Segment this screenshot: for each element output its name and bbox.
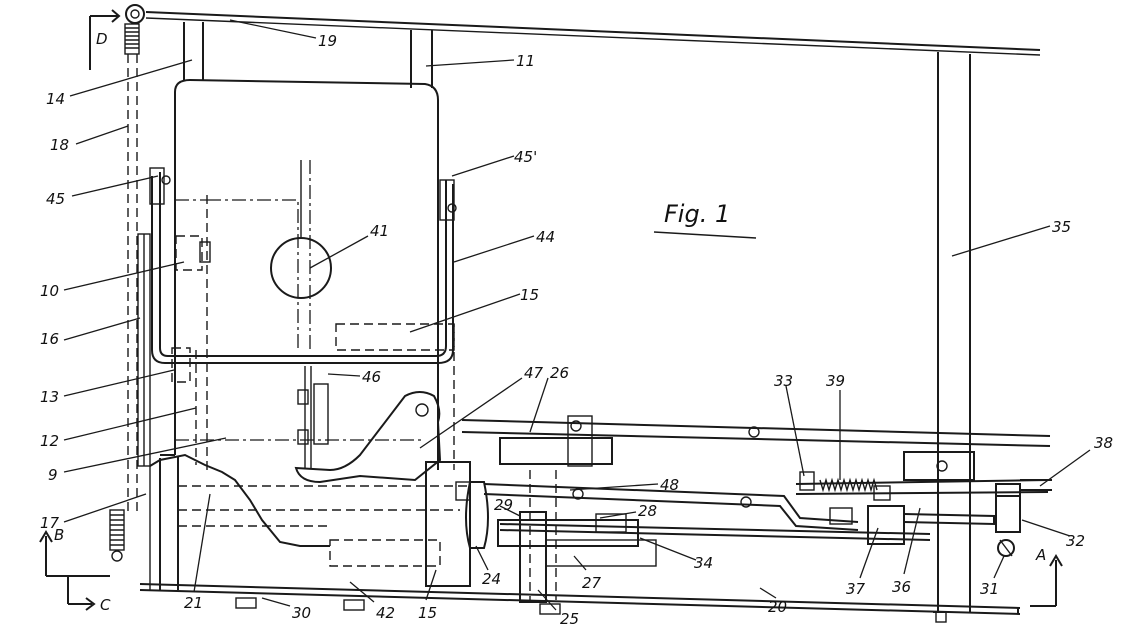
part-46 <box>297 366 329 468</box>
column-14 <box>183 22 204 80</box>
section-mark-d <box>89 9 121 70</box>
label-27: 27 <box>582 574 602 592</box>
base-plate-20 <box>139 583 1021 615</box>
shaft-41 <box>270 160 332 299</box>
label-48: 48 <box>660 476 679 494</box>
lever-47 <box>294 391 442 484</box>
label-39: 39 <box>826 372 845 390</box>
label-38: 38 <box>1094 434 1113 452</box>
label-18: 18 <box>50 136 69 154</box>
reference-numerals: 19 11 14 18 45 45' 44 35 41 10 16 15 13 … <box>40 32 1113 628</box>
label-45: 45 <box>46 190 65 208</box>
part-15-upper <box>335 323 455 470</box>
spring-39 <box>795 471 1049 501</box>
label-34: 34 <box>694 554 713 572</box>
label-26: 26 <box>550 364 569 382</box>
section-letter-d: D <box>96 30 108 48</box>
label-16: 16 <box>40 330 59 348</box>
label-13: 13 <box>40 388 59 406</box>
top-rod-19 <box>125 4 1041 56</box>
part-32 <box>995 479 1052 557</box>
part-15-lower <box>425 461 471 587</box>
label-28: 28 <box>638 502 657 520</box>
label-12: 12 <box>40 432 59 450</box>
part-13 <box>171 347 191 383</box>
label-44: 44 <box>536 228 555 246</box>
gear-block-21 <box>149 453 470 590</box>
label-30: 30 <box>292 604 311 622</box>
label-10: 10 <box>40 282 59 300</box>
shaft-25 <box>519 470 557 603</box>
label-24: 24 <box>482 570 501 588</box>
label-33: 33 <box>774 372 793 390</box>
label-45-prime: 45' <box>514 148 537 166</box>
bracket-44 <box>149 167 457 364</box>
label-32: 32 <box>1066 532 1085 550</box>
lever-27 <box>497 513 931 567</box>
rod-18 <box>127 54 138 515</box>
label-21: 21 <box>184 594 203 612</box>
label-15-lower: 15 <box>418 604 437 622</box>
label-11: 11 <box>516 52 535 70</box>
section-mark-a <box>1030 554 1063 607</box>
label-9: 9 <box>48 466 58 484</box>
spring-18-top <box>124 23 140 55</box>
plate-26 <box>461 415 1051 467</box>
part-36 <box>829 451 995 545</box>
label-17: 17 <box>40 514 60 532</box>
inner-frame <box>175 160 425 441</box>
column-35 <box>933 52 971 623</box>
label-15-upper: 15 <box>520 286 539 304</box>
label-47: 47 <box>524 364 544 382</box>
label-46: 46 <box>362 368 381 386</box>
section-letter-a: A <box>1035 546 1046 564</box>
section-mark-bc <box>39 530 110 611</box>
link-24 <box>465 481 489 549</box>
part-10 <box>175 235 211 271</box>
spring-17-bottom <box>109 509 125 562</box>
label-36: 36 <box>892 578 911 596</box>
label-19: 19 <box>318 32 337 50</box>
rod-16 <box>137 233 151 467</box>
housing-9 <box>160 78 439 470</box>
leader-lines <box>63 19 1091 611</box>
label-42: 42 <box>376 604 395 622</box>
link-48 <box>483 483 859 531</box>
label-29: 29 <box>494 496 513 514</box>
label-14: 14 <box>46 90 65 108</box>
label-41: 41 <box>370 222 389 240</box>
label-25: 25 <box>560 610 579 628</box>
figure-title: Fig. 1 <box>653 200 757 239</box>
section-letter-b: B <box>54 526 64 544</box>
label-31: 31 <box>980 580 999 598</box>
section-letter-c: C <box>100 596 111 614</box>
label-20: 20 <box>768 598 787 616</box>
column-11 <box>410 30 433 88</box>
label-35: 35 <box>1052 218 1071 236</box>
label-37: 37 <box>846 580 866 598</box>
figure-title-text: Fig. 1 <box>664 200 730 228</box>
